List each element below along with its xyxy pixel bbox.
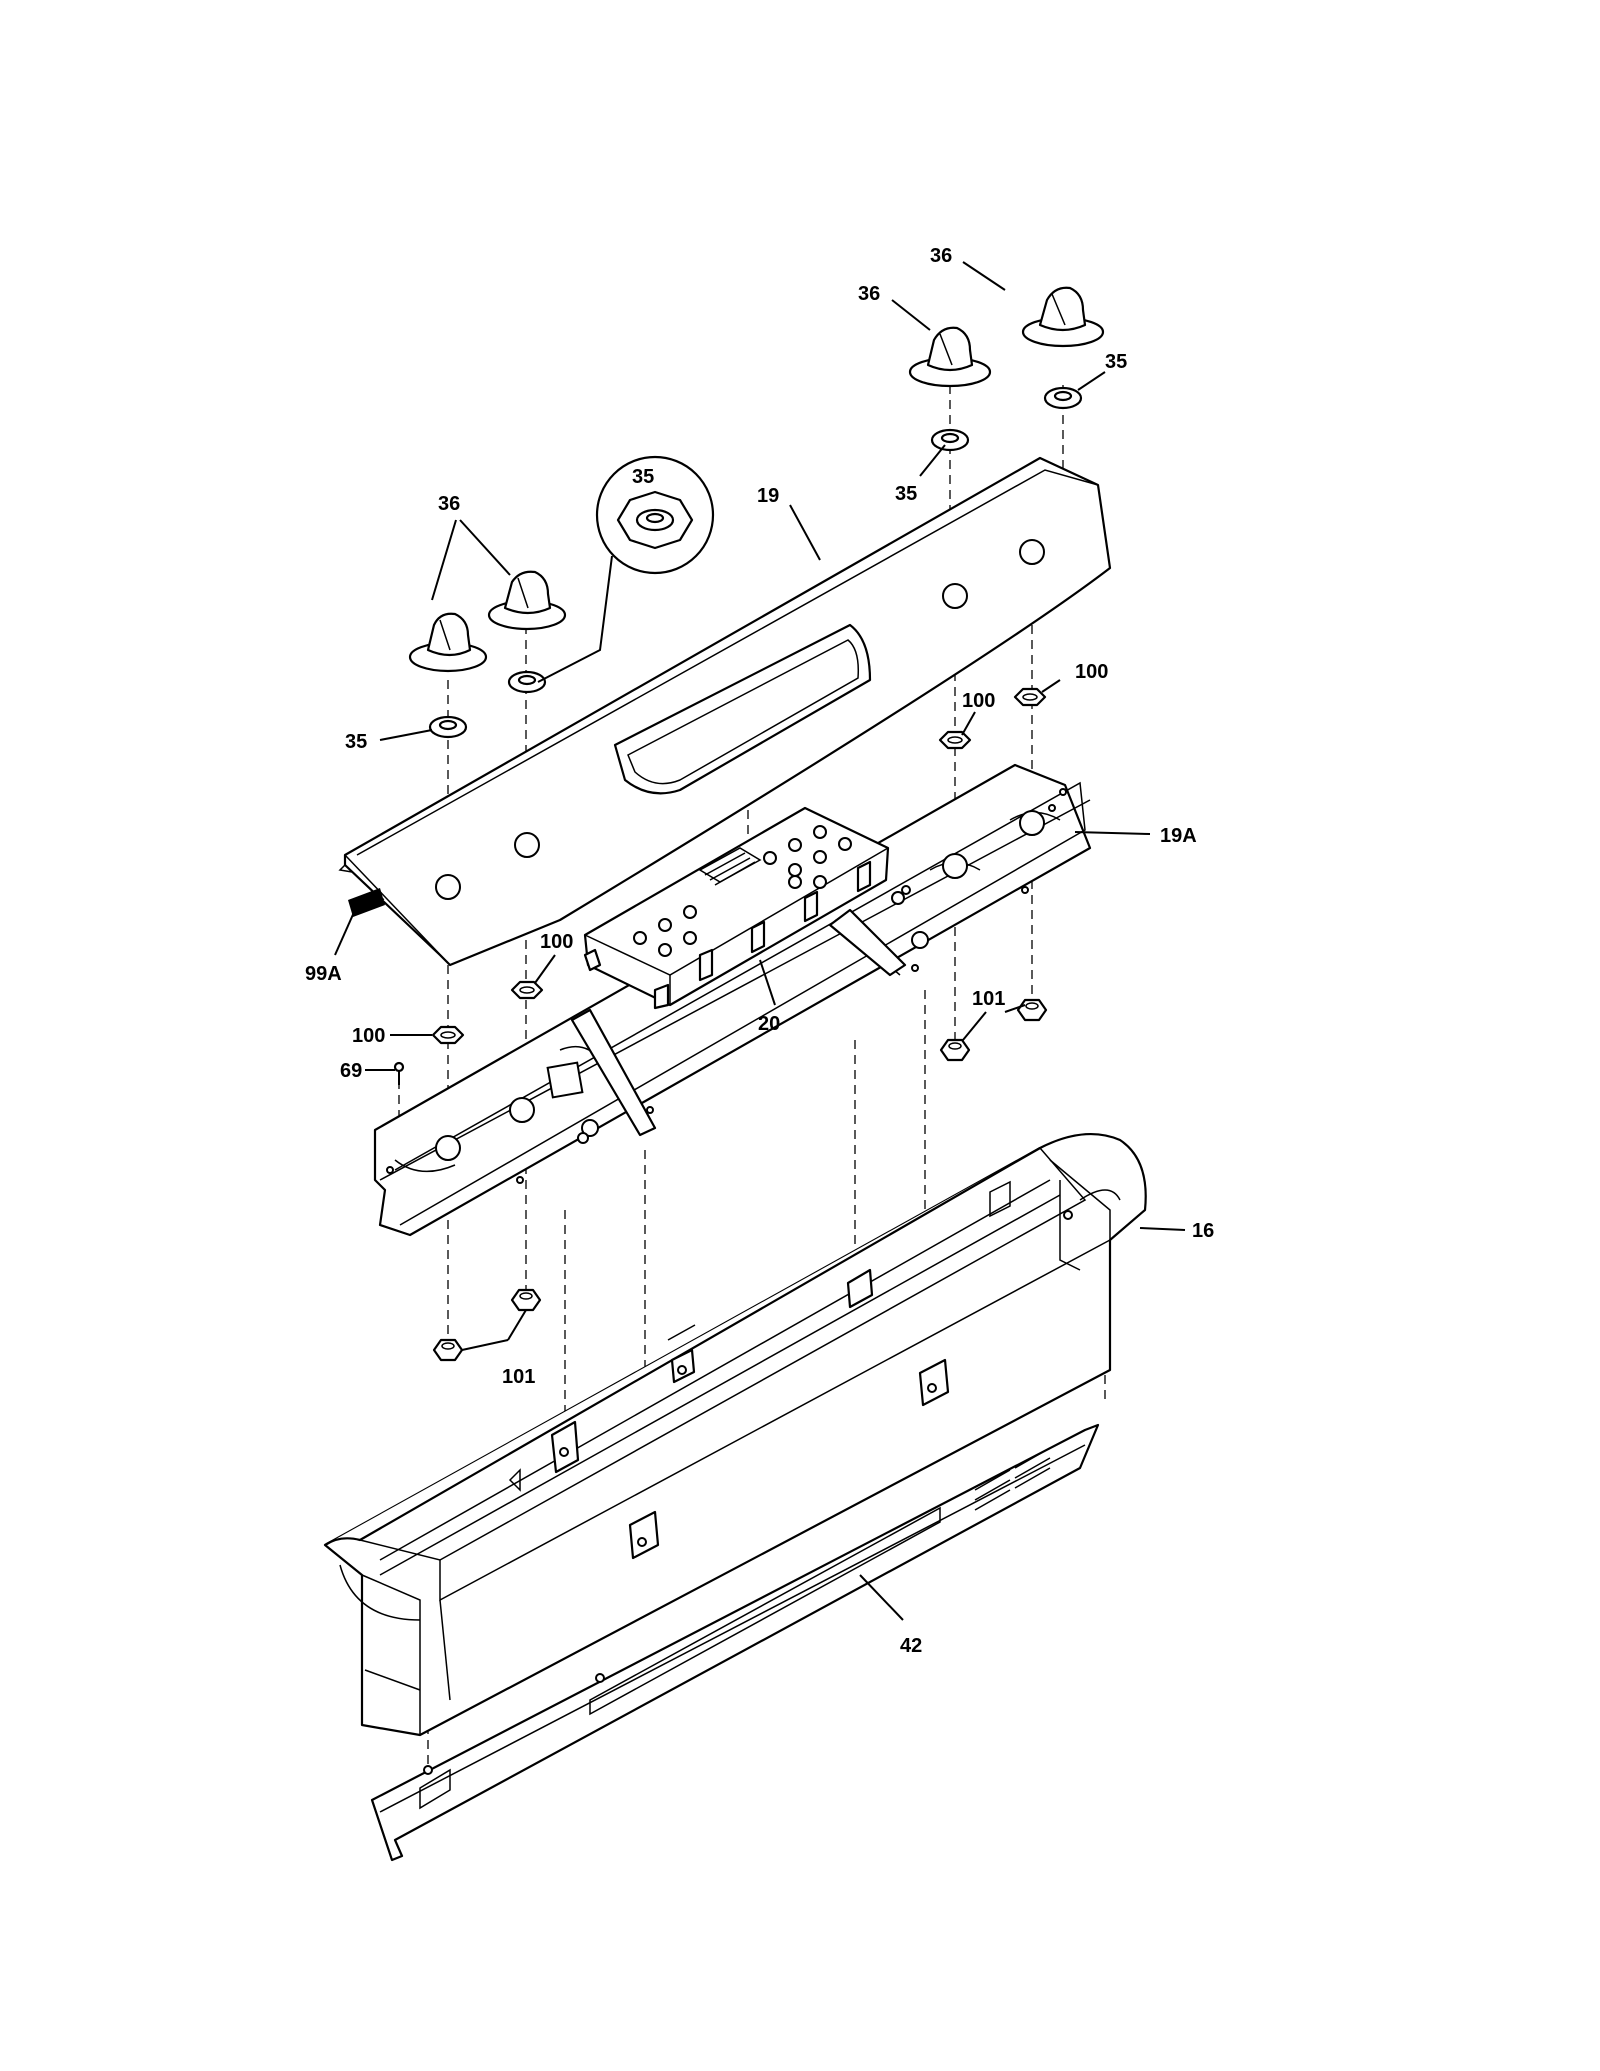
label-42: 42	[900, 1635, 922, 1657]
nut-100-right-a	[938, 730, 972, 750]
knob-right-lower	[908, 326, 992, 388]
nut-101-parts	[432, 998, 1048, 1362]
knob-parts	[408, 286, 1105, 673]
label-20: 20	[758, 1013, 780, 1035]
nut-35-parts	[428, 386, 1083, 739]
rear-cover-part	[370, 1423, 1100, 1862]
nut-100-parts	[431, 687, 1047, 1045]
nut-35-left-upper	[507, 670, 547, 694]
wire-harness-part	[348, 888, 385, 917]
label-35-right: 35	[895, 483, 917, 505]
label-19a: 19A	[1160, 825, 1197, 847]
label-99a: 99A	[305, 963, 342, 985]
nut-35-left	[428, 715, 468, 739]
part-labels: 36 36 35 35 35 36 19 35 100 100 19A 99A …	[305, 245, 1214, 1657]
knob-left-lower	[408, 612, 488, 673]
back-panel-part	[373, 763, 1092, 1237]
label-69: 69	[340, 1060, 362, 1082]
nut-101-right-b	[1016, 998, 1048, 1022]
nut-35-right	[930, 428, 970, 452]
label-16: 16	[1192, 1220, 1214, 1242]
nut-35-top-right	[1043, 386, 1083, 410]
label-36-top-right: 36	[930, 245, 952, 267]
knob-right-upper	[1021, 286, 1105, 348]
label-35-top-right: 35	[1105, 351, 1127, 373]
nut-detail-inset	[537, 455, 715, 683]
label-100-right-b: 100	[1075, 661, 1108, 683]
knob-left-upper	[487, 570, 567, 631]
nut-101-left-a	[432, 1338, 464, 1362]
label-100-right-a: 100	[962, 690, 995, 712]
label-35-left: 35	[345, 731, 367, 753]
nut-100-left-a	[510, 980, 544, 1000]
nut-100-left-b	[431, 1025, 465, 1045]
nut-101-right-a	[939, 1038, 971, 1062]
control-panel-part	[338, 456, 1112, 967]
label-19: 19	[757, 485, 779, 507]
label-100-left-a: 100	[540, 931, 573, 953]
label-101-left: 101	[502, 1366, 535, 1388]
label-100-left-b: 100	[352, 1025, 385, 1047]
nut-101-left-b	[510, 1288, 542, 1312]
label-36-top-mid: 36	[858, 283, 880, 305]
control-board-part	[583, 806, 911, 1010]
screw-part	[393, 1061, 405, 1085]
nut-100-right-b	[1013, 687, 1047, 707]
backguard-part	[323, 1132, 1147, 1737]
label-101-right: 101	[972, 988, 1005, 1010]
leader-lines	[334, 261, 1186, 1621]
label-36-left: 36	[438, 493, 460, 515]
label-35-inset: 35	[632, 466, 654, 488]
